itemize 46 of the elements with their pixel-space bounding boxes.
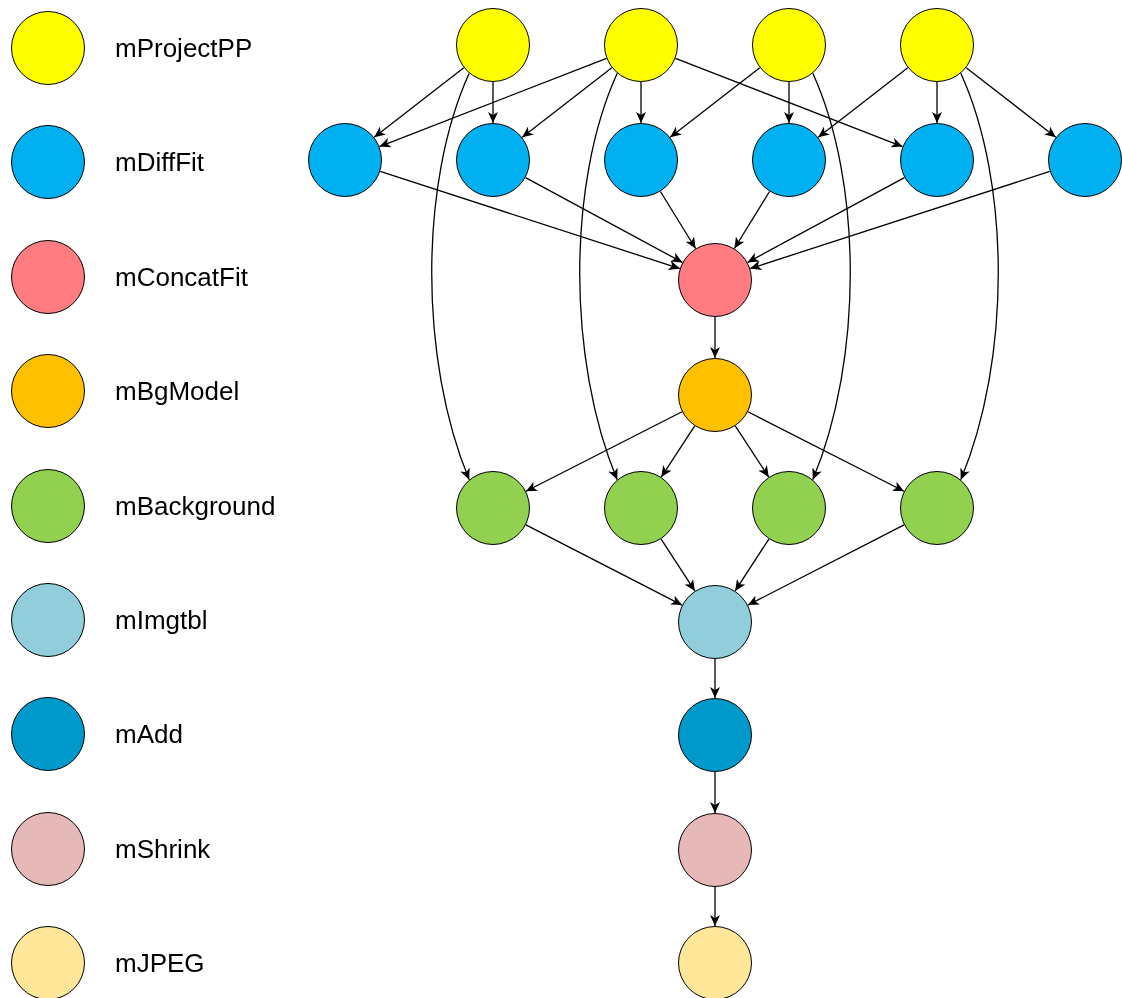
arrow <box>373 67 465 138</box>
arrow <box>660 538 696 592</box>
arrow <box>733 190 771 250</box>
arrow <box>579 72 619 481</box>
arrow <box>710 658 720 699</box>
arrow <box>734 538 770 592</box>
arrow <box>710 316 720 359</box>
task-circle <box>900 8 974 82</box>
legend-label: mConcatFit <box>115 261 248 292</box>
legend-label: mImgtbl <box>115 605 208 635</box>
arrow <box>524 176 684 264</box>
arrow <box>746 176 906 264</box>
legend-label: mShrink <box>115 833 211 864</box>
legend-label: mDiffFit <box>115 147 205 178</box>
task-circle <box>678 585 752 659</box>
arrow <box>660 425 696 478</box>
arrow <box>379 170 681 270</box>
legend-label: mJPEG <box>115 948 205 979</box>
arrow <box>710 771 720 814</box>
arrow <box>669 67 761 138</box>
arrow <box>749 170 1051 270</box>
arrow <box>659 190 697 250</box>
task-circle <box>678 358 752 432</box>
arrow <box>817 67 909 138</box>
arrow <box>378 57 608 148</box>
legend-label: mProjectPP <box>115 33 253 63</box>
arrow <box>674 57 904 148</box>
arrow <box>525 411 683 492</box>
arrow <box>932 81 942 124</box>
arrow <box>525 524 683 606</box>
arrow <box>959 72 999 481</box>
legend-label: mBackground <box>115 490 276 521</box>
arrow <box>710 886 720 927</box>
arrow <box>747 411 905 492</box>
arrow <box>747 524 905 606</box>
arrow <box>488 81 498 124</box>
arrow <box>811 72 851 481</box>
legend-label: mAdd <box>115 719 183 750</box>
arrow <box>431 72 471 481</box>
arrow <box>636 81 646 124</box>
arrow <box>784 81 794 124</box>
task-circle <box>678 243 752 317</box>
legend-label: mBgModel <box>115 376 240 407</box>
arrow <box>965 67 1057 138</box>
arrow <box>734 425 770 478</box>
arrow <box>521 67 613 138</box>
